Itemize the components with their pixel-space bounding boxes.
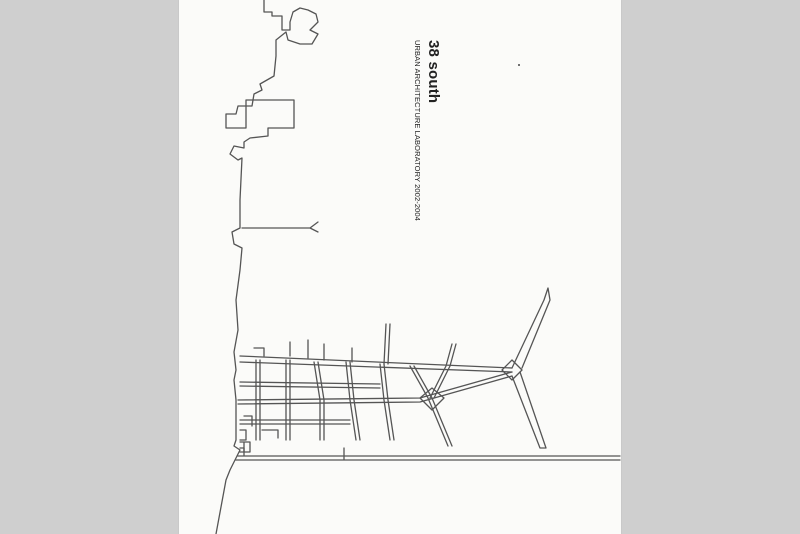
cross-street-line bbox=[239, 381, 381, 425]
book-title: 38 south bbox=[425, 40, 442, 104]
ink-dot bbox=[518, 64, 520, 66]
roundabout-line bbox=[501, 359, 523, 381]
book-subtitle: URBAN ARCHITECTURE LABORATORY 2002-2004 bbox=[413, 40, 422, 221]
street-grid-line bbox=[255, 343, 457, 447]
book-cover-page bbox=[179, 0, 621, 534]
jetty-line bbox=[241, 221, 319, 233]
north-spur-line bbox=[289, 323, 391, 365]
avenue-line bbox=[239, 355, 513, 373]
coastline-line bbox=[215, 0, 319, 534]
title-block: 38 south URBAN ARCHITECTURE LABORATORY 2… bbox=[402, 40, 442, 221]
bottom-blocks-line bbox=[239, 441, 251, 453]
east-road-line bbox=[511, 287, 551, 449]
coast-blocks-line bbox=[239, 347, 279, 441]
coastal-road-line bbox=[235, 447, 621, 461]
